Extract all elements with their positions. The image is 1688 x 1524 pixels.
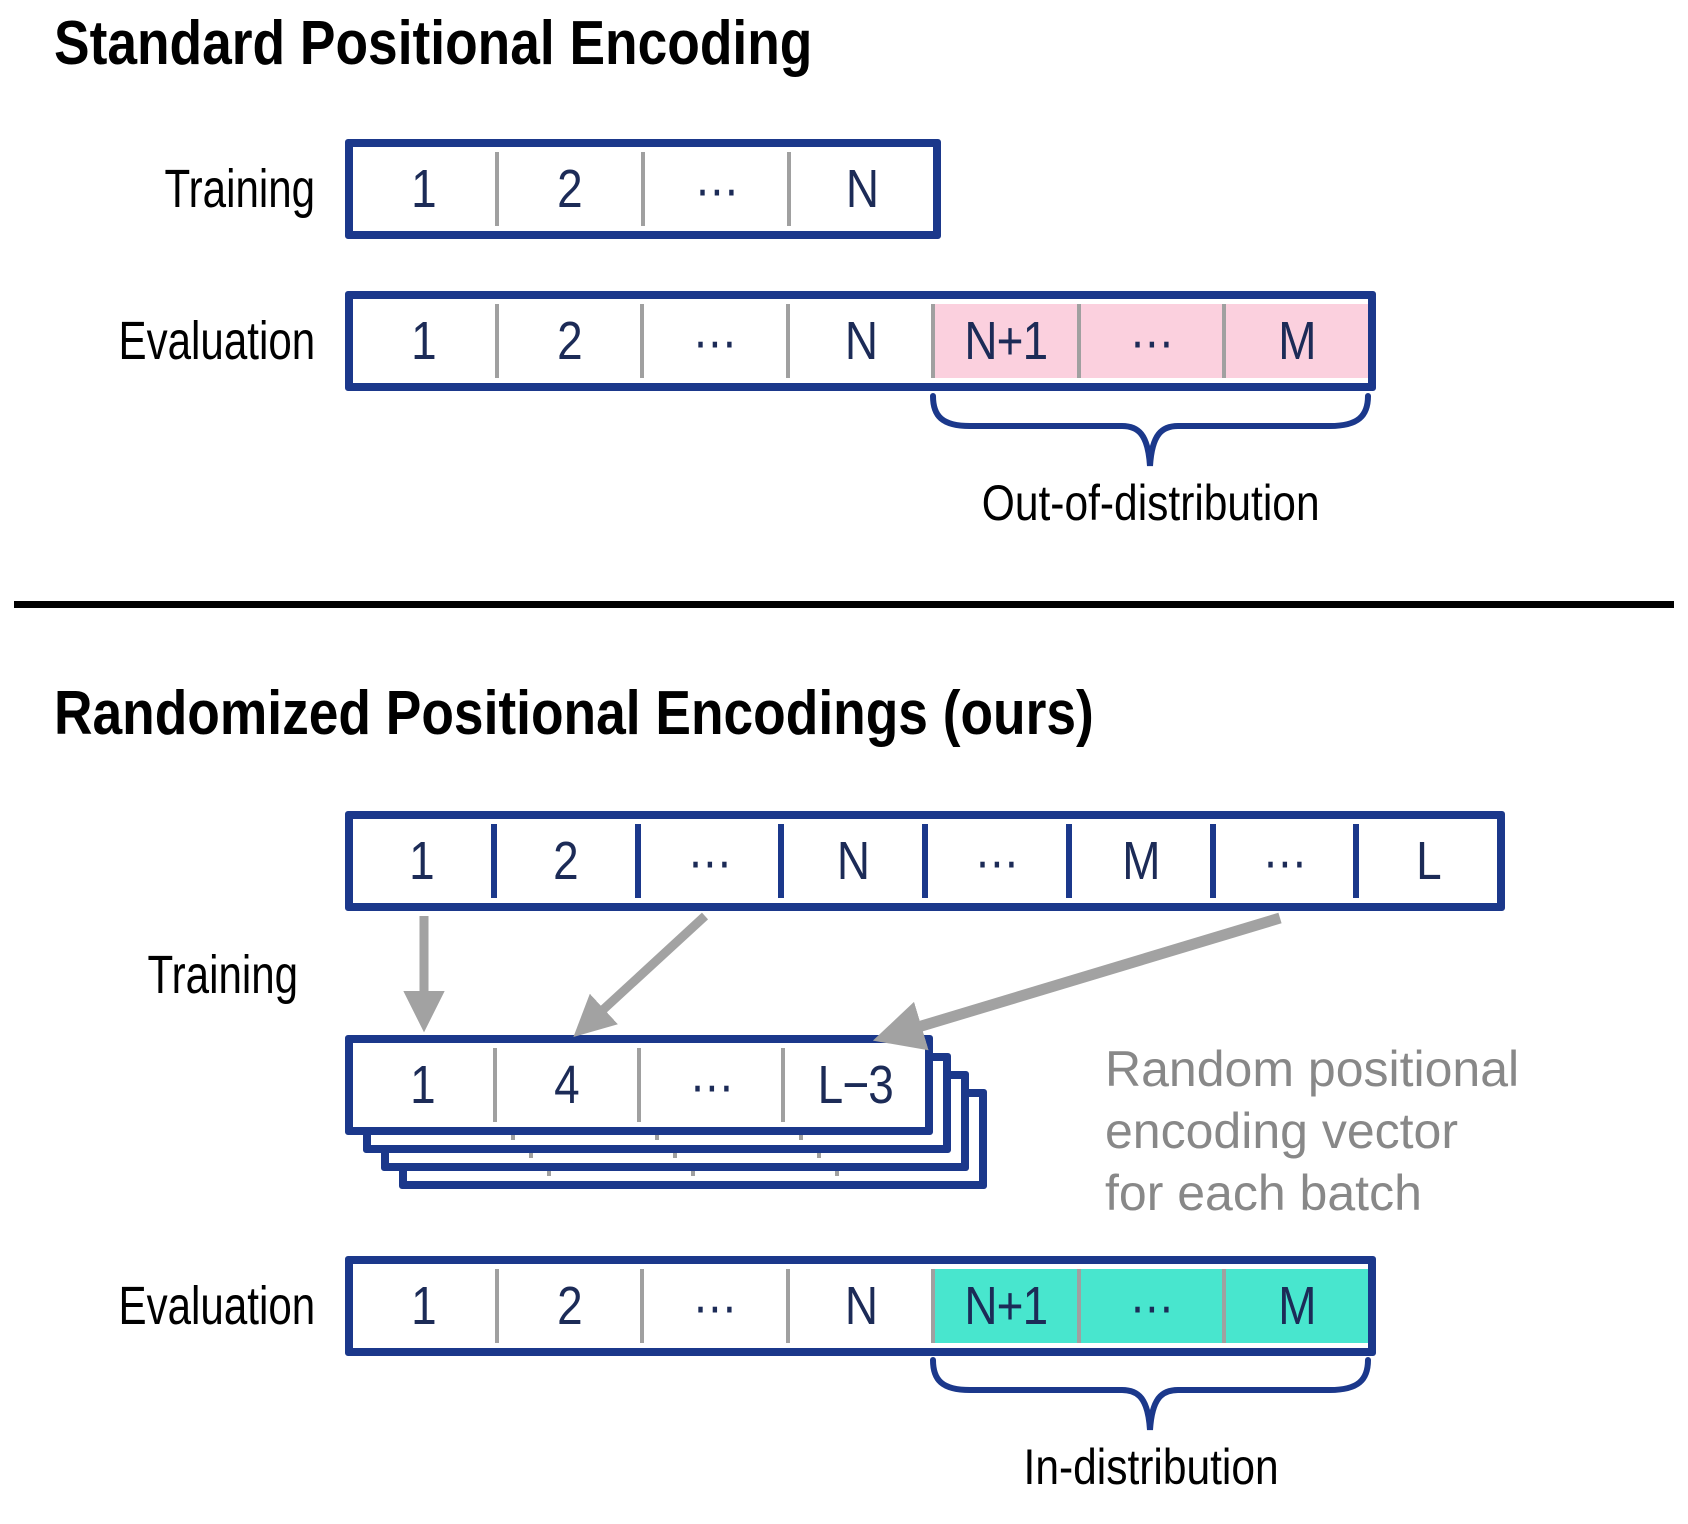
sequence-cell-ood: ··· bbox=[1076, 304, 1223, 378]
evaluation-row-label-randomized-text: Evaluation bbox=[118, 1276, 315, 1336]
sequence-cell: ··· bbox=[637, 1048, 781, 1122]
random-assignment-arrow-3 bbox=[872, 912, 1282, 1051]
sequence-cell: M bbox=[1065, 824, 1210, 898]
section-divider bbox=[14, 601, 1674, 608]
cell-value: N bbox=[844, 311, 877, 371]
cell-value: 2 bbox=[553, 831, 579, 891]
cell-value: ··· bbox=[694, 159, 738, 219]
id-label-text: In-distribution bbox=[1023, 1439, 1279, 1495]
sequence-cell: 1 bbox=[353, 824, 491, 898]
note-line: Random positional bbox=[1105, 1041, 1520, 1097]
section-title-randomized-text: Randomized Positional Encodings (ours) bbox=[54, 679, 1094, 748]
sequence-cell: ··· bbox=[641, 152, 787, 226]
sequence-cell: 2 bbox=[494, 304, 641, 378]
sequence-cell: N bbox=[787, 152, 933, 226]
randomized-evaluation-sequence: 1 2 ··· N N+1 ··· M bbox=[345, 1256, 1376, 1356]
training-row-label-randomized: Training bbox=[0, 925, 298, 1025]
cell-value: L−3 bbox=[817, 1055, 893, 1115]
sequence-cell: ··· bbox=[640, 1269, 786, 1343]
training-row-label-randomized-text: Training bbox=[147, 945, 298, 1005]
sequence-cell: L bbox=[1353, 824, 1497, 898]
cell-value: M bbox=[1278, 1276, 1317, 1336]
training-row-label-text: Training bbox=[164, 159, 315, 219]
note-line: encoding vector bbox=[1105, 1103, 1459, 1159]
cell-value: N bbox=[836, 831, 870, 891]
cell-value: N+1 bbox=[964, 311, 1049, 371]
cell-value: 4 bbox=[554, 1055, 581, 1115]
cell-value: ··· bbox=[693, 311, 737, 371]
cell-value: 1 bbox=[410, 1055, 437, 1115]
cell-value: N bbox=[844, 1276, 877, 1336]
sequence-cell: L−3 bbox=[781, 1048, 925, 1122]
section-title-standard-text: Standard Positional Encoding bbox=[54, 9, 813, 78]
sequence-cell: ··· bbox=[634, 824, 779, 898]
cell-value: 1 bbox=[411, 1276, 437, 1336]
sequence-cell-id: M bbox=[1222, 1269, 1369, 1343]
random-encoding-note: Random positional encoding vector for ea… bbox=[1105, 1038, 1519, 1224]
cell-value: ··· bbox=[975, 831, 1019, 891]
evaluation-row-label: Evaluation bbox=[0, 291, 315, 391]
underbrace-id bbox=[930, 1357, 1371, 1431]
sequence-cell: 1 bbox=[353, 1048, 493, 1122]
cell-value: 2 bbox=[557, 1276, 583, 1336]
cell-value: ··· bbox=[1130, 311, 1174, 371]
cell-value: 2 bbox=[557, 311, 583, 371]
sequence-cell: N bbox=[785, 1269, 932, 1343]
ood-label: Out-of-distribution bbox=[926, 474, 1376, 532]
sequence-cell: ··· bbox=[1209, 824, 1354, 898]
cell-value: M bbox=[1121, 831, 1160, 891]
cell-value: N bbox=[845, 159, 879, 219]
sequence-cell: ··· bbox=[640, 304, 786, 378]
sequence-cell: 2 bbox=[495, 152, 641, 226]
sequence-cell: 1 bbox=[353, 1269, 495, 1343]
cell-value: 2 bbox=[557, 159, 584, 219]
sequence-cell-id: N+1 bbox=[931, 1269, 1077, 1343]
underbrace-path bbox=[930, 1357, 1371, 1431]
ood-label-text: Out-of-distribution bbox=[982, 475, 1320, 531]
sequence-cell: 1 bbox=[353, 152, 495, 226]
random-encoding-vector-front: 1 4 ··· L−3 bbox=[345, 1035, 933, 1135]
sequence-cell: 2 bbox=[494, 1269, 641, 1343]
cell-value: ··· bbox=[689, 1055, 733, 1115]
sequence-cell: N bbox=[778, 824, 922, 898]
sequence-cell: 1 bbox=[353, 304, 495, 378]
note-line: for each batch bbox=[1105, 1165, 1422, 1221]
cell-value: 1 bbox=[409, 831, 436, 891]
cell-value: ··· bbox=[1262, 831, 1307, 891]
sequence-cell: ··· bbox=[922, 824, 1066, 898]
section-title-standard: Standard Positional Encoding bbox=[54, 8, 936, 79]
section-title-randomized: Randomized Positional Encodings (ours) bbox=[54, 678, 1263, 749]
underbrace-path bbox=[930, 393, 1371, 467]
evaluation-row-label-text: Evaluation bbox=[118, 311, 315, 371]
sequence-cell-id: ··· bbox=[1076, 1269, 1223, 1343]
sequence-cell: 4 bbox=[493, 1048, 637, 1122]
random-assignment-arrow-2 bbox=[573, 912, 709, 1038]
sequence-cell: 2 bbox=[490, 824, 635, 898]
cell-value: M bbox=[1278, 311, 1317, 371]
sequence-cell-ood: N+1 bbox=[931, 304, 1077, 378]
standard-evaluation-sequence: 1 2 ··· N N+1 ··· M bbox=[345, 291, 1376, 391]
cell-value: 1 bbox=[411, 311, 437, 371]
cell-value: 1 bbox=[411, 159, 438, 219]
standard-training-sequence: 1 2 ··· N bbox=[345, 139, 941, 239]
underbrace-ood bbox=[930, 393, 1371, 467]
cell-value: N+1 bbox=[964, 1276, 1049, 1336]
cell-value: ··· bbox=[687, 831, 732, 891]
cell-value: L bbox=[1415, 831, 1442, 891]
randomized-full-position-sequence: 1 2 ··· N ··· M ··· L bbox=[345, 811, 1505, 911]
evaluation-row-label-randomized: Evaluation bbox=[0, 1256, 315, 1356]
sequence-cell-ood: M bbox=[1222, 304, 1369, 378]
training-row-label: Training bbox=[0, 139, 315, 239]
id-label: In-distribution bbox=[926, 1438, 1376, 1496]
sequence-cell: N bbox=[785, 304, 932, 378]
cell-value: ··· bbox=[1130, 1276, 1174, 1336]
cell-value: ··· bbox=[693, 1276, 737, 1336]
